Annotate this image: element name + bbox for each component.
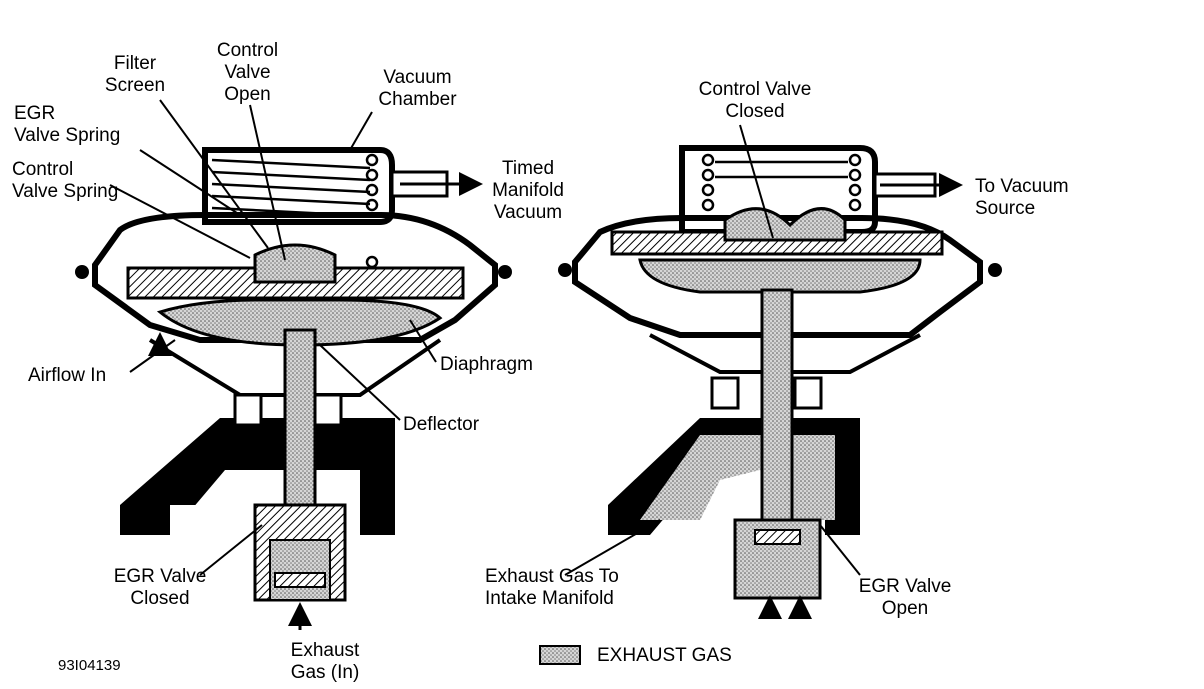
label-control-valve-open: Control Valve Open <box>216 40 279 105</box>
legend-exhaust-swatch <box>539 645 581 665</box>
left-valve <box>75 147 512 630</box>
label-exhaust-gas-to-intake: Exhaust Gas To Intake Manifold <box>485 566 619 609</box>
leader-lines <box>109 99 861 576</box>
label-figure-id: 93I04139 <box>58 657 121 674</box>
label-vacuum-chamber: Vacuum Chamber <box>378 67 457 110</box>
right-valve-stem <box>760 288 794 522</box>
label-airflow-in: Airflow In <box>28 365 107 386</box>
label-to-vacuum-source: To Vacuum Source <box>975 176 1069 219</box>
right-control-valve <box>723 207 847 242</box>
right-diaphragm <box>638 258 922 294</box>
label-diaphragm: Diaphragm <box>440 354 533 375</box>
right-valve <box>558 145 1002 619</box>
label-timed-manifold-vacuum: Timed Manifold Vacuum <box>492 158 564 223</box>
left-control-valve <box>253 243 337 284</box>
label-filter-screen: Filter Screen <box>104 53 166 96</box>
label-control-valve-spring: Control Valve Spring <box>12 159 119 202</box>
label-control-valve-closed: Control Valve Closed <box>698 79 812 122</box>
left-diaphragm <box>156 298 443 347</box>
label-egr-valve-open: EGR Valve Open <box>858 576 952 619</box>
label-egr-valve-closed: EGR Valve Closed <box>113 566 207 609</box>
label-egr-valve-spring: EGR Valve Spring <box>14 103 121 146</box>
right-egr-valve-spring <box>701 153 862 212</box>
left-housing <box>92 212 498 343</box>
label-exhaust-gas-in: Exhaust Gas (In) <box>290 640 360 683</box>
right-housing <box>572 215 983 338</box>
legend-exhaust-gas-label: EXHAUST GAS <box>597 645 732 666</box>
label-deflector: Deflector <box>403 414 480 435</box>
